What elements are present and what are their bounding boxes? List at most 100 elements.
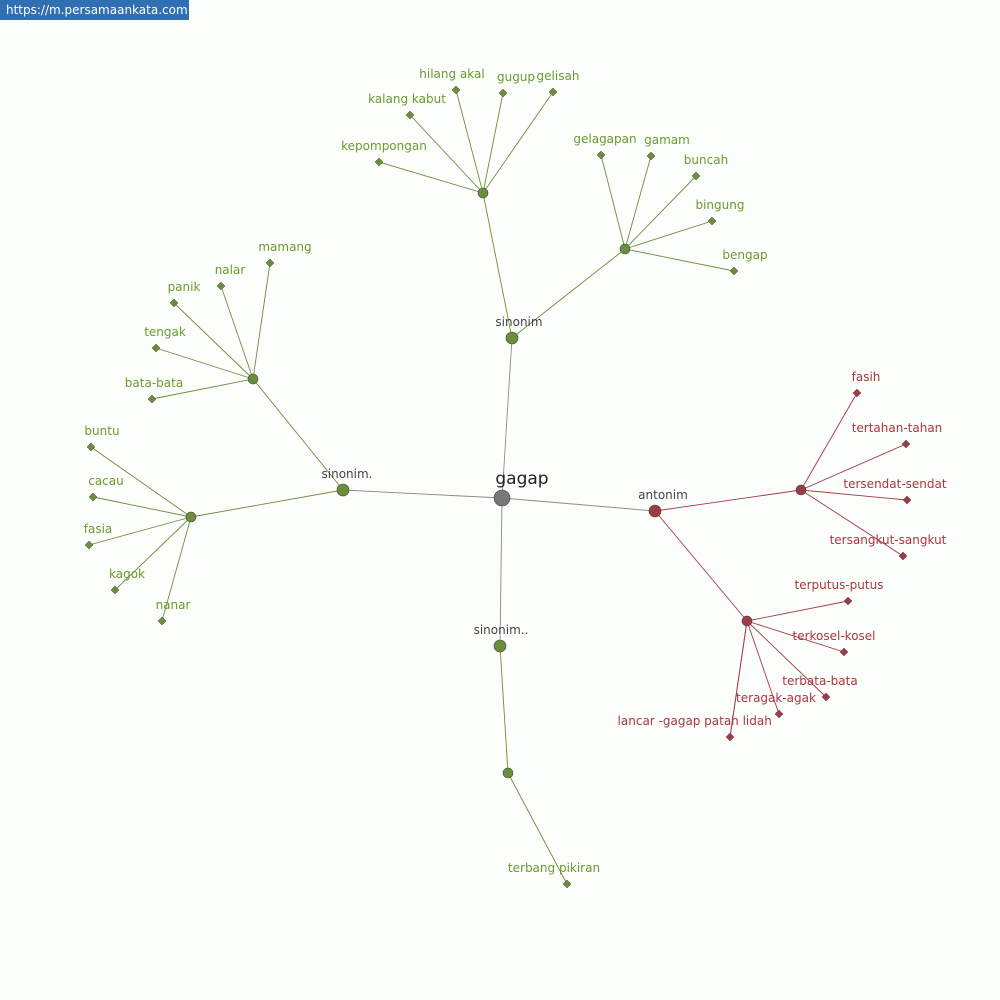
edge-root-sinonim-2 [499, 497, 503, 647]
branch-node-2 [493, 639, 507, 653]
group-node-3-0 [795, 484, 807, 496]
edge-branch-1-group-0 [252, 378, 344, 491]
group-node-1-0 [247, 373, 259, 385]
edge-group-1-1-word-2 [88, 516, 192, 546]
word-node-buncah [691, 171, 701, 181]
word-label-lancar-gagap: lancar -gagap [618, 714, 701, 728]
edge-branch-3-group-1 [654, 510, 748, 622]
branch-node-1 [336, 483, 350, 497]
edge-root-sinonim-0 [501, 337, 513, 499]
word-node-tersangkut-sangkut [898, 551, 908, 561]
word-label-terbata-bata: terbata-bata [782, 674, 857, 688]
edge-group-0-1-word-4 [624, 248, 735, 272]
word-node-tersendat-sendat [902, 495, 912, 505]
word-label-kepompongan: kepompongan [341, 139, 427, 153]
word-label-tersangkut-sangkut: tersangkut-sangkut [830, 533, 947, 547]
edge-group-1-0-word-4 [151, 378, 254, 400]
word-label-bingung: bingung [695, 198, 744, 212]
edge-group-3-0-word-3 [800, 489, 904, 557]
edge-group-1-0-word-1 [220, 285, 254, 380]
edge-group-1-0-word-2 [173, 302, 254, 380]
graph-edges [88, 89, 908, 885]
word-node-fasih [852, 388, 862, 398]
word-label-gamam: gamam [644, 133, 690, 147]
word-label-panik: panik [168, 280, 201, 294]
branch-node-0 [505, 331, 519, 345]
edge-group-1-0-word-3 [155, 347, 254, 380]
edge-group-0-0-word-1 [409, 114, 484, 194]
word-node-patah-lidah [725, 732, 735, 742]
word-node-terbang-pikiran [562, 879, 572, 889]
edge-group-3-1-word-1 [746, 620, 845, 653]
word-label-teragak-agak: teragak-agak [736, 691, 816, 705]
word-node-nalar [216, 281, 226, 291]
word-node-tertahan-tahan [901, 439, 911, 449]
word-label-nalar: nalar [215, 263, 246, 277]
word-label-bengap: bengap [722, 248, 767, 262]
group-node-2-0 [502, 767, 514, 779]
word-label-nanar: nanar [156, 598, 191, 612]
word-node-gelisah [548, 87, 558, 97]
word-label-fasia: fasia [84, 522, 113, 536]
word-label-patah-lidah: patah lidah [704, 714, 772, 728]
edge-group-3-0-word-0 [800, 392, 858, 491]
word-node-terbata-bata [821, 692, 831, 702]
word-node-bingung [707, 216, 717, 226]
word-label-kalang-kabut: kalang kabut [368, 92, 446, 106]
word-label-tertahan-tahan: tertahan-tahan [852, 421, 943, 435]
edge-branch-0-group-0 [482, 192, 513, 339]
word-node-nanar [157, 616, 167, 626]
word-node-kagok [110, 585, 120, 595]
word-label-buntu: buntu [84, 424, 119, 438]
edge-group-1-1-word-4 [161, 516, 192, 622]
word-node-tengak [151, 343, 161, 353]
word-label-terkosel-kosel: terkosel-kosel [792, 629, 875, 643]
word-node-gugup [498, 88, 508, 98]
word-node-terputus-putus [843, 596, 853, 606]
word-label-bata-bata: bata-bata [125, 376, 183, 390]
edge-branch-1-group-1 [190, 489, 344, 518]
word-label-tersendat-sendat: tersendat-sendat [843, 477, 946, 491]
word-label-gugup: gugup [497, 70, 535, 84]
branch-label-0: sinonim [495, 315, 542, 329]
edge-group-3-0-word-1 [800, 443, 907, 491]
word-label-buncah: buncah [684, 153, 728, 167]
edge-group-3-1-word-2 [746, 620, 827, 698]
word-label-terbang-pikiran: terbang pikiran [508, 861, 600, 875]
word-node-terkosel-kosel [839, 647, 849, 657]
word-node-cacau [88, 492, 98, 502]
edge-branch-3-group-0 [654, 489, 802, 512]
word-label-fasih: fasih [852, 370, 881, 384]
word-node-kalang-kabut [405, 110, 415, 120]
edge-group-3-1-word-3 [746, 620, 780, 715]
word-node-mamang [265, 258, 275, 268]
word-node-gelagapan [596, 150, 606, 160]
edge-group-0-1-word-0 [600, 154, 626, 250]
branch-label-3: antonim [638, 488, 688, 502]
word-node-buntu [86, 442, 96, 452]
edge-group-0-0-word-2 [482, 92, 504, 194]
branch-label-2: sinonim.. [474, 623, 529, 637]
edge-group-2-0-word-0 [507, 772, 568, 885]
edge-group-1-0-word-0 [252, 262, 271, 380]
word-node-kepompongan [374, 157, 384, 167]
word-node-panik [169, 298, 179, 308]
group-node-0-1 [619, 243, 631, 255]
graph-nodes [84, 85, 912, 889]
edge-group-0-0-word-3 [482, 91, 554, 194]
word-label-gelisah: gelisah [537, 69, 580, 83]
word-node-bengap [729, 266, 739, 276]
group-node-3-1 [741, 615, 753, 627]
group-node-0-0 [477, 187, 489, 199]
root-label: gagap [495, 469, 548, 489]
edge-group-0-0-word-0 [455, 89, 484, 194]
edge-group-1-1-word-3 [114, 516, 192, 591]
site-url-link[interactable]: https://m.persamaankata.com [0, 0, 189, 20]
branch-label-1: sinonim. [322, 467, 373, 481]
word-label-terputus-putus: terputus-putus [795, 578, 884, 592]
word-node-bata-bata [147, 394, 157, 404]
edge-group-0-0-word-4 [378, 161, 484, 194]
word-label-mamang: mamang [258, 240, 311, 254]
edge-group-1-1-word-0 [90, 446, 192, 518]
